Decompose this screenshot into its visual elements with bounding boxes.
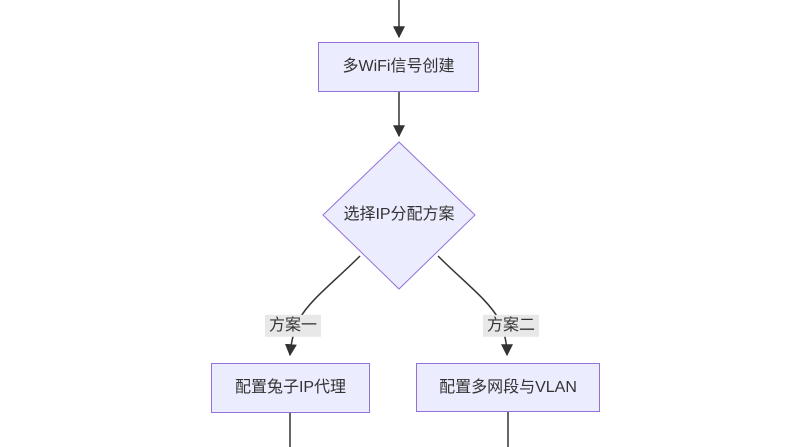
node-ip-scheme-decision-label: 选择IP分配方案 — [343, 206, 455, 224]
edge-decision-to-vlan — [437, 255, 513, 357]
node-rabbit-ip-proxy: 配置兔子IP代理 — [211, 363, 370, 413]
node-ip-scheme-decision: 选择IP分配方案 — [323, 190, 475, 240]
edge-label-scheme-one-text: 方案一 — [268, 316, 318, 334]
node-wifi-creation: 多WiFi信号创建 — [318, 42, 479, 92]
edge-label-scheme-two-text: 方案二 — [486, 316, 536, 334]
edge-label-scheme-two: 方案二 — [482, 314, 540, 338]
edge-decision-to-proxy — [284, 255, 361, 357]
node-multi-subnet-vlan-label: 配置多网段与VLAN — [439, 378, 577, 396]
node-rabbit-ip-proxy-label: 配置兔子IP代理 — [234, 379, 347, 397]
node-wifi-creation-label: 多WiFi信号创建 — [342, 58, 455, 76]
edge-label-scheme-one: 方案一 — [264, 314, 322, 338]
node-multi-subnet-vlan: 配置多网段与VLAN — [416, 363, 600, 412]
decision-diamond-shape — [322, 141, 476, 290]
